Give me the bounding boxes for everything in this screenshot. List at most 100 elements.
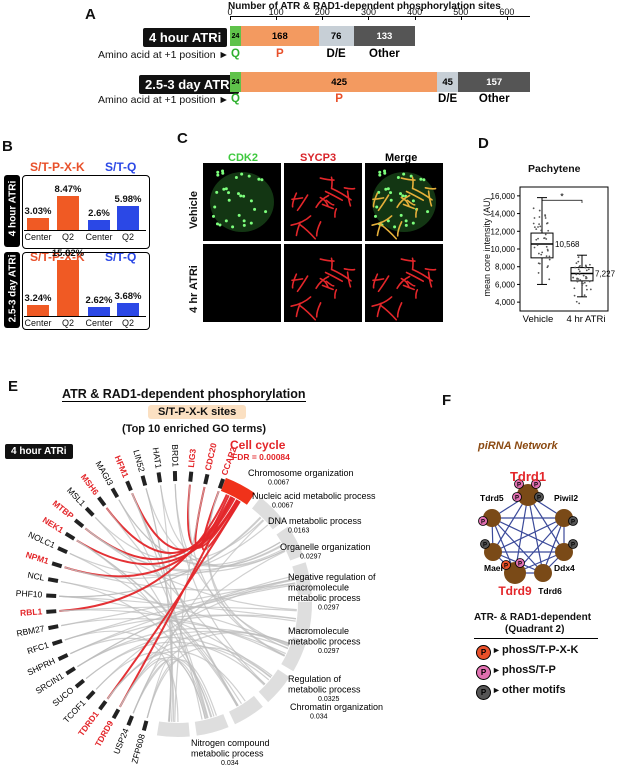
phospho-badge bbox=[512, 492, 522, 502]
data-point bbox=[577, 260, 580, 263]
panel-e-subtitle2: (Top 10 enriched GO terms) bbox=[122, 423, 267, 435]
sycp3-axis bbox=[296, 275, 309, 293]
data-point bbox=[543, 237, 545, 240]
axis-tick: 200 bbox=[314, 7, 330, 17]
cdk2-foci bbox=[389, 198, 393, 202]
bar-value: 5.98% bbox=[114, 194, 142, 206]
panel-f-title: piRNA Network bbox=[478, 440, 558, 452]
phospho-badge bbox=[568, 516, 578, 526]
cdk2-foci bbox=[227, 198, 231, 202]
micrograph-grid bbox=[203, 163, 443, 322]
node-tdrd6 bbox=[534, 564, 552, 582]
data-point bbox=[538, 216, 541, 218]
panel-a-axis bbox=[230, 16, 530, 23]
data-point bbox=[587, 268, 590, 271]
segment-q: 24 bbox=[230, 72, 242, 92]
gene-label: NEK1 bbox=[41, 515, 66, 536]
sycp3-axis bbox=[396, 194, 411, 209]
term-label: Organelle organization bbox=[280, 542, 371, 552]
axis-tick: 500 bbox=[453, 7, 469, 17]
axis-tick: 0 bbox=[227, 7, 233, 17]
data-point bbox=[544, 215, 547, 217]
gene-label: LIG3 bbox=[186, 448, 198, 468]
data-point bbox=[544, 233, 547, 236]
sycp3-axis bbox=[319, 196, 329, 207]
gene-tick bbox=[46, 593, 57, 599]
node-mael bbox=[484, 543, 502, 561]
sycp3-axis bbox=[291, 192, 298, 208]
data-point bbox=[537, 226, 539, 228]
sycp3-axis bbox=[396, 275, 411, 290]
sycp3-axis bbox=[319, 258, 335, 262]
chord bbox=[60, 580, 213, 718]
cdk2-foci bbox=[402, 172, 406, 176]
axis-tick-mark bbox=[506, 16, 508, 20]
data-point bbox=[541, 251, 544, 254]
data-point bbox=[533, 217, 536, 219]
sycp3-axis bbox=[376, 221, 383, 237]
data-point bbox=[578, 270, 581, 273]
cdk2-foci bbox=[216, 173, 220, 177]
cdk2-foci bbox=[257, 177, 261, 181]
data-point bbox=[573, 287, 576, 290]
edge bbox=[492, 494, 529, 553]
node-label: Tdrd5 bbox=[480, 493, 504, 503]
badge-letter: P bbox=[537, 496, 541, 502]
chord bbox=[146, 659, 217, 719]
micrograph-0-1 bbox=[284, 163, 362, 241]
sycp3-axis bbox=[291, 273, 298, 289]
y-tick-label: 10,000 bbox=[491, 245, 516, 254]
gene-label: NCL bbox=[27, 570, 46, 583]
gene-label: SHPRH bbox=[26, 656, 57, 678]
legend-divider bbox=[474, 638, 598, 639]
data-point bbox=[573, 294, 576, 297]
legend-badge: P bbox=[476, 645, 491, 660]
edge bbox=[527, 494, 544, 574]
cdk2-foci bbox=[242, 219, 246, 223]
cdk2-foci bbox=[375, 205, 379, 209]
axis-tick: 300 bbox=[360, 7, 376, 17]
sycp3-axis bbox=[406, 199, 416, 206]
cdk2-foci bbox=[221, 169, 225, 173]
data-point bbox=[537, 272, 540, 274]
caption-2-5day: Amino acid at +1 position ► bbox=[98, 94, 229, 106]
data-point bbox=[533, 246, 536, 249]
data-point bbox=[537, 252, 540, 255]
cdk2-foci bbox=[231, 225, 235, 229]
legend-title: ATR- & RAD1-dependent bbox=[474, 612, 592, 623]
segment-other: 157 bbox=[458, 72, 531, 92]
gene-tick bbox=[84, 506, 95, 517]
cat-label-3: Other bbox=[478, 93, 510, 105]
phospho-badge bbox=[480, 539, 490, 549]
sycp3-axis bbox=[295, 302, 302, 318]
gene-tick bbox=[110, 487, 120, 499]
sycp3-axis bbox=[372, 197, 385, 201]
cat-label-2: D/E bbox=[438, 93, 458, 105]
gene-label: ZFP608 bbox=[129, 733, 147, 765]
gene-tick bbox=[73, 518, 85, 529]
chord bbox=[106, 507, 265, 686]
cell-cycle-label: Cell cycle bbox=[230, 438, 286, 452]
bar-0-0 bbox=[27, 217, 49, 230]
bar-label: Center bbox=[85, 232, 113, 242]
sycp3-axis bbox=[424, 268, 437, 271]
chord bbox=[64, 524, 269, 580]
gene-tick bbox=[156, 472, 163, 483]
sycp3-axis bbox=[376, 302, 383, 318]
micrograph-1-1 bbox=[284, 244, 362, 322]
chord bbox=[84, 527, 286, 573]
caption-4hour: Amino acid at +1 position ► bbox=[98, 49, 229, 61]
micrograph-1-2 bbox=[365, 244, 443, 322]
chord-cell-cycle bbox=[106, 500, 241, 700]
chord bbox=[146, 647, 273, 719]
axis-tick: 600 bbox=[499, 7, 515, 17]
sycp3-axis bbox=[372, 278, 385, 282]
arc-term bbox=[194, 714, 229, 736]
phospho-badge bbox=[515, 558, 525, 568]
segment-de: 76 bbox=[318, 26, 354, 46]
cdk2-foci bbox=[234, 176, 238, 180]
cdk2-foci bbox=[404, 219, 408, 223]
cdk2-foci bbox=[422, 178, 426, 182]
node-label: Ddx4 bbox=[554, 563, 575, 573]
sycp3-axis bbox=[330, 257, 333, 271]
